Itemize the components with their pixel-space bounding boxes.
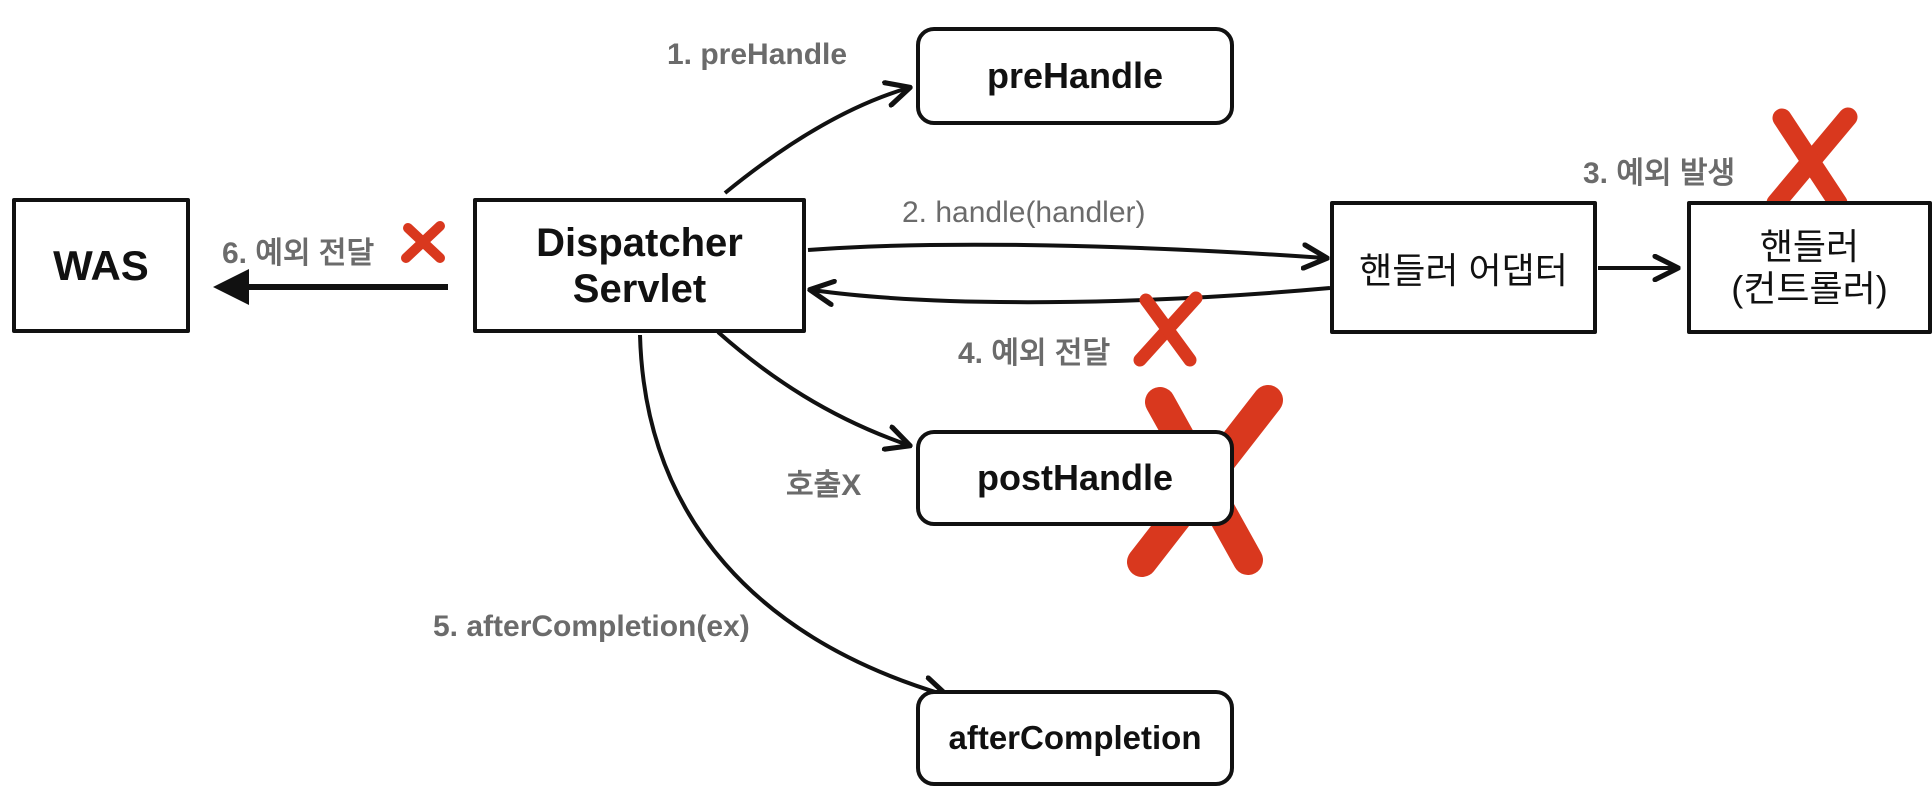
cross-icon-exception-6	[401, 221, 445, 263]
arrow-handle	[807, 245, 1325, 258]
arrow-post-handle	[716, 330, 908, 445]
arrow-exception-return	[812, 288, 1331, 302]
arrow-after-completion	[638, 334, 945, 695]
was-node: WAS	[12, 198, 190, 333]
handler-adapter-label: 핸들러 어댑터	[1359, 249, 1568, 291]
handler-label-line2: (컨트롤러)	[1731, 267, 1888, 309]
handler-adapter-node: 핸들러 어댑터	[1330, 201, 1597, 334]
edge-label-exception-4: 4. 예외 전달	[958, 337, 1111, 370]
cross-icon-handler	[1766, 107, 1858, 213]
handler-label-line1: 핸들러	[1759, 226, 1860, 268]
edge-label-handle: 2. handle(handler)	[902, 196, 1146, 229]
dispatcher-label-line2: Servlet	[572, 266, 707, 311]
post-handle-node: postHandle	[916, 430, 1234, 526]
dispatcher-label-line1: Dispatcher	[536, 220, 743, 265]
dispatcher-servlet-node: Dispatcher Servlet	[473, 198, 806, 333]
handler-node: 핸들러 (컨트롤러)	[1687, 201, 1932, 334]
edge-label-exception-occurs: 3. 예외 발생	[1583, 157, 1736, 190]
edge-label-pre-handle: 1. preHandle	[667, 38, 848, 71]
cross-icon-exception-4	[1133, 291, 1203, 367]
after-completion-node: afterCompletion	[916, 690, 1234, 786]
edge-label-not-called: 호출X	[786, 469, 862, 502]
after-completion-label: afterCompletion	[948, 719, 1202, 756]
arrow-pre-handle	[723, 88, 908, 195]
pre-handle-node: preHandle	[916, 27, 1234, 125]
edge-label-after-completion: 5. afterCompletion(ex)	[433, 610, 750, 643]
post-handle-label: postHandle	[976, 457, 1173, 498]
pre-handle-label: preHandle	[986, 55, 1164, 96]
was-label: WAS	[53, 241, 149, 289]
edge-label-exception-6: 6. 예외 전달	[222, 237, 375, 270]
